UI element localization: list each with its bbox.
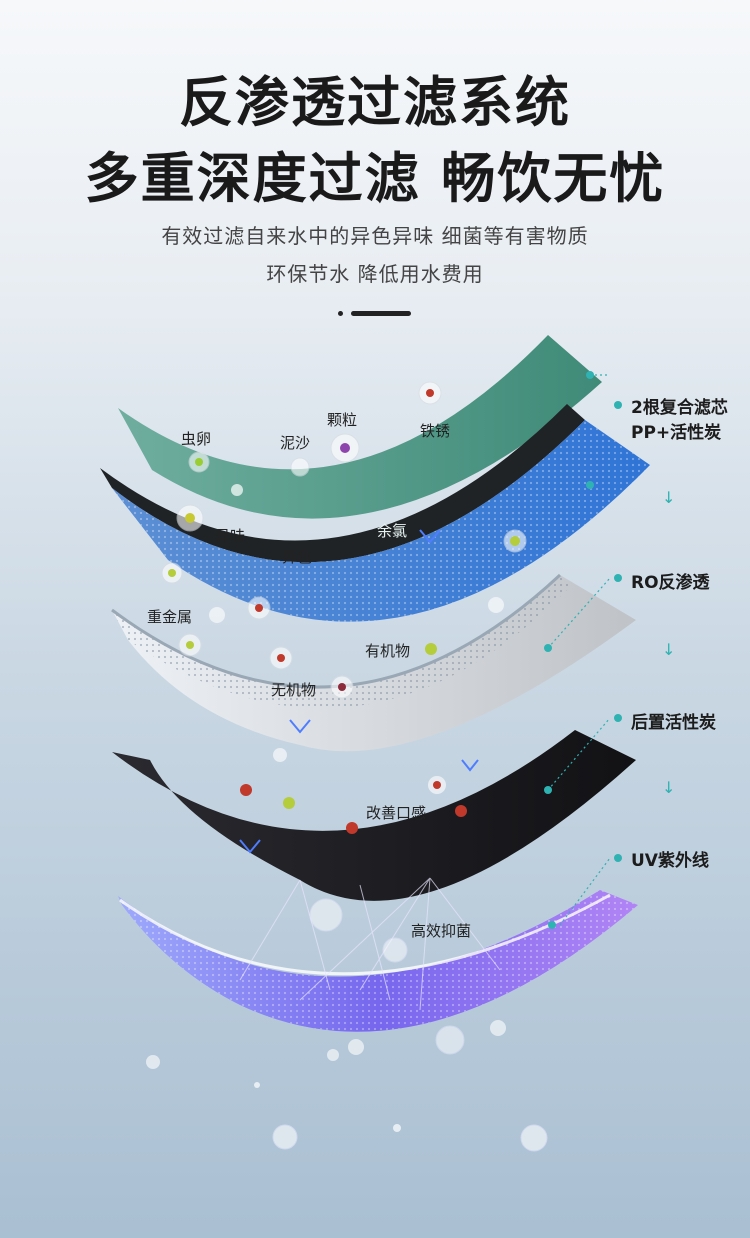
layer-label-composite: 2根复合滤芯	[631, 398, 728, 418]
layer-label-uv: UV紫外线	[631, 851, 709, 871]
layer-uv	[118, 877, 638, 1032]
layer-label-composite-detail: PP+活性炭	[631, 423, 722, 443]
layer-composite-filter	[100, 335, 650, 622]
page-title: 反渗透过滤系统	[179, 71, 571, 134]
label-organic: 有机物	[365, 642, 411, 660]
down-arrow-icon: ↓	[662, 488, 676, 507]
down-arrow-icon: ↓	[662, 778, 676, 797]
description-line-1: 有效过滤自来水中的异色异味 细菌等有害物质	[161, 224, 589, 248]
label-connectors	[547, 374, 611, 926]
label-inorganic: 无机物	[271, 681, 317, 699]
layer-label-ro: RO反渗透	[631, 573, 710, 593]
description-line-2: 环保节水 降低用水费用	[266, 262, 484, 286]
label-heavy-metals: 重金属	[147, 608, 193, 626]
page-subtitle-headline: 多重深度过滤 畅饮无忧	[84, 147, 666, 210]
label-improve-taste: 改善口感	[366, 804, 427, 822]
layer-post-carbon	[112, 730, 636, 901]
label-color: 异色	[282, 548, 313, 566]
label-eggs: 虫卵	[181, 430, 212, 448]
label-rust: 铁锈	[420, 422, 451, 440]
divider-dot	[338, 311, 343, 316]
down-arrow-icon: ↓	[662, 640, 676, 659]
label-particles: 颗粒	[327, 411, 358, 429]
layer-label-post-carbon: 后置活性炭	[631, 713, 716, 733]
label-antibacterial: 高效抑菌	[411, 922, 472, 940]
label-residual-chlorine: 余氯	[377, 522, 408, 540]
flow-chevrons	[239, 529, 479, 854]
label-odor: 异味	[215, 527, 246, 545]
divider-bar	[351, 311, 411, 316]
contaminant-bubbles	[146, 381, 548, 1152]
label-sediment: 泥沙	[280, 434, 311, 452]
